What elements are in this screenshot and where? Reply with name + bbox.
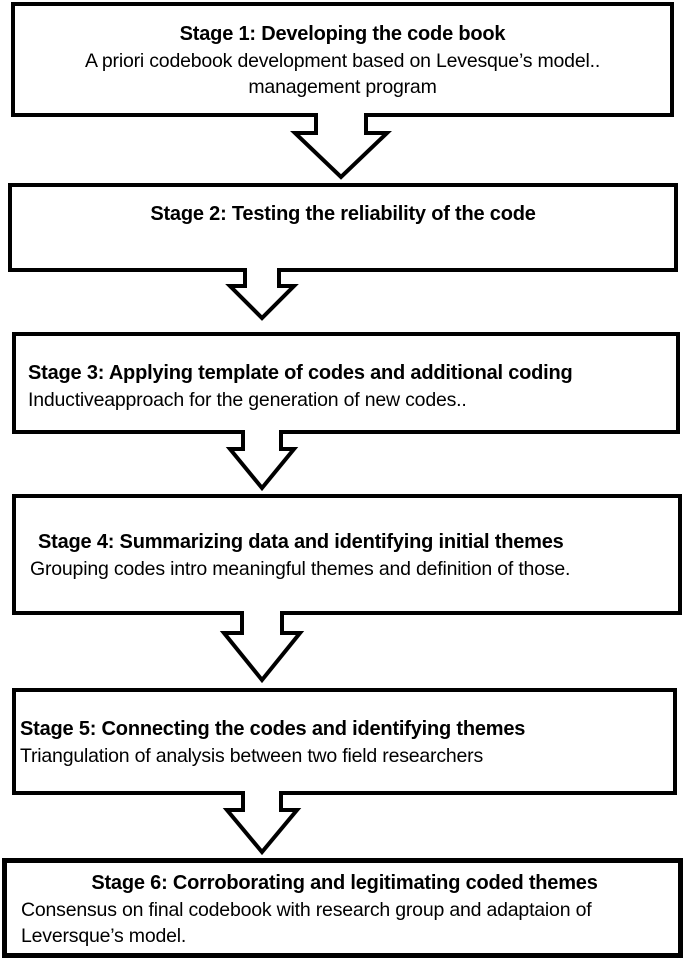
- down-arrow-icon: [225, 430, 299, 492]
- stage-3-title: Stage 3: Applying template of codes and …: [28, 362, 573, 384]
- down-arrow-icon: [225, 268, 299, 321]
- flow-arrow-3: [0, 430, 685, 494]
- stage-1-text-line-1: A priori codebook development based on L…: [84, 49, 601, 72]
- down-arrow-icon: [222, 791, 302, 856]
- stage-6-box: Stage 6: Corroborating and legitimating …: [2, 858, 683, 958]
- flow-arrow-2: [0, 268, 685, 332]
- stage-2-title: Stage 2: Testing the reliability of the …: [150, 203, 536, 225]
- stage-5-text-line-1: Triangulation of analysis between two fi…: [20, 744, 484, 767]
- stage-4-title: Stage 4: Summarizing data and identifyin…: [38, 530, 564, 553]
- stage-6-title: Stage 6: Corroborating and legitimating …: [91, 872, 598, 894]
- stage-1-title: Stage 1: Developing the code book: [179, 22, 506, 45]
- stage-3-text-line-1: Inductiveapproach for the generation of …: [28, 389, 467, 411]
- flow-arrow-5: [0, 791, 685, 858]
- stage-6-text-line-1: Consensus on final codebook with researc…: [21, 899, 592, 947]
- flow-arrow-1: [0, 113, 685, 183]
- stage-5-title: Stage 5: Connecting the codes and identi…: [20, 717, 526, 740]
- stage-2-box: Stage 2: Testing the reliability of the …: [8, 183, 678, 272]
- flow-arrow-4: [0, 611, 685, 688]
- stage-1-box: Stage 1: Developing the code book A prio…: [11, 2, 674, 117]
- stage-1-text-line-2: management program: [248, 75, 437, 98]
- stage-4-text-line-1: Grouping codes intro meaningful themes a…: [30, 557, 571, 580]
- stage-5-box: Stage 5: Connecting the codes and identi…: [12, 688, 677, 795]
- down-arrow-icon: [290, 113, 392, 180]
- stage-4-box: Stage 4: Summarizing data and identifyin…: [12, 494, 682, 615]
- down-arrow-icon: [219, 611, 305, 684]
- stage-3-box: Stage 3: Applying template of codes and …: [12, 332, 680, 434]
